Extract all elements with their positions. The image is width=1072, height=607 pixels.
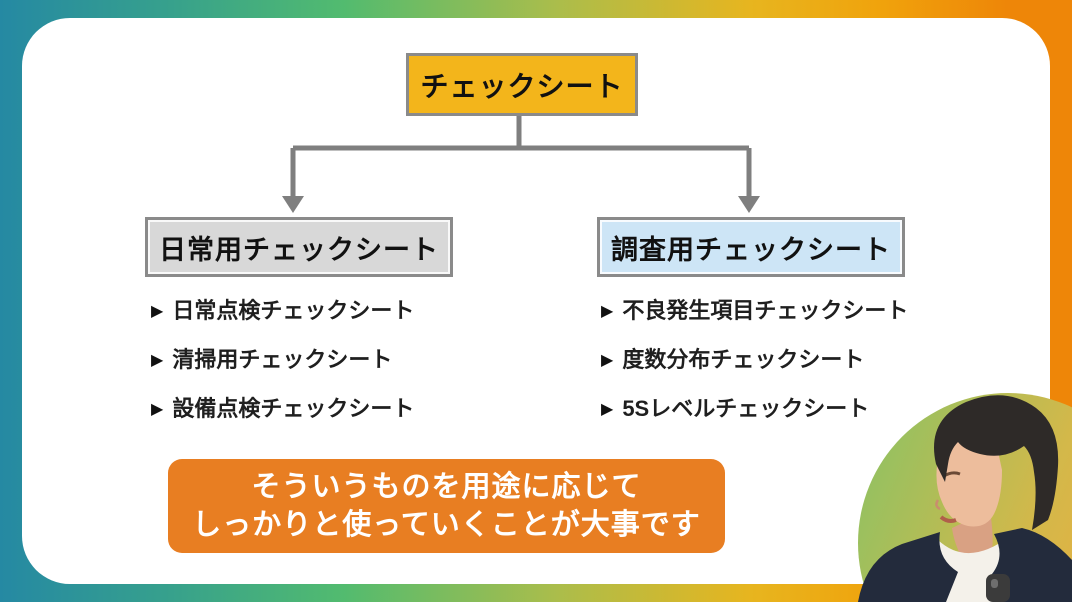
list-item: ▶ 日常点検チェックシート xyxy=(151,298,511,325)
daily-item-list: ▶ 日常点検チェックシート ▶ 清掃用チェックシート ▶ 設備点検チェックシート xyxy=(151,288,511,445)
list-item-label: 5Sレベルチェックシート xyxy=(622,396,870,421)
presenter-blazer-left xyxy=(858,532,958,602)
presenter-avatar xyxy=(840,380,1072,602)
presenter-face xyxy=(936,437,1002,527)
list-item-label: 日常点検チェックシート xyxy=(172,298,415,323)
list-item: ▶ 度数分布チェックシート xyxy=(601,347,961,374)
triangle-bullet-icon: ▶ xyxy=(601,303,614,320)
triangle-bullet-icon: ▶ xyxy=(151,401,164,418)
list-item-label: 清掃用チェックシート xyxy=(172,347,393,372)
presenter-hair xyxy=(934,395,1059,530)
microphone-detail xyxy=(991,579,998,588)
list-item: ▶ 不良発生項目チェックシート xyxy=(601,298,961,325)
branch-node-daily: 日常用チェックシート xyxy=(145,217,453,277)
list-item-label: 設備点検チェックシート xyxy=(172,396,415,421)
list-item: ▶ 設備点検チェックシート xyxy=(151,396,511,423)
root-node-label: チェックシート xyxy=(420,70,624,102)
presenter-nose xyxy=(935,499,941,511)
branch-node-survey: 調査用チェックシート xyxy=(597,217,905,277)
branch-daily-label: 日常用チェックシート xyxy=(159,234,439,265)
survey-item-list: ▶ 不良発生項目チェックシート ▶ 度数分布チェックシート ▶ 5Sレベルチェックシー… xyxy=(601,288,961,445)
caption-line-2: しっかりと使っていくことが大事です xyxy=(192,509,701,541)
triangle-bullet-icon: ▶ xyxy=(151,352,164,369)
caption-banner: そういうものを用途に応じて しっかりと使っていくことが大事です xyxy=(168,459,725,553)
microphone-icon xyxy=(986,574,1010,602)
list-item: ▶ 5Sレベルチェックシート xyxy=(601,396,961,423)
triangle-bullet-icon: ▶ xyxy=(151,303,164,320)
branch-survey-label: 調査用チェックシート xyxy=(611,234,891,265)
triangle-bullet-icon: ▶ xyxy=(601,352,614,369)
presenter-mouth xyxy=(939,515,957,523)
triangle-bullet-icon: ▶ xyxy=(601,401,614,418)
list-item-label: 度数分布チェックシート xyxy=(622,347,865,372)
list-item: ▶ 清掃用チェックシート xyxy=(151,347,511,374)
caption-line-1: そういうものを用途に応じて xyxy=(251,471,642,503)
list-item-label: 不良発生項目チェックシート xyxy=(622,298,909,323)
presenter-blazer-right xyxy=(992,528,1072,602)
root-node-checksheet: チェックシート xyxy=(406,53,638,116)
